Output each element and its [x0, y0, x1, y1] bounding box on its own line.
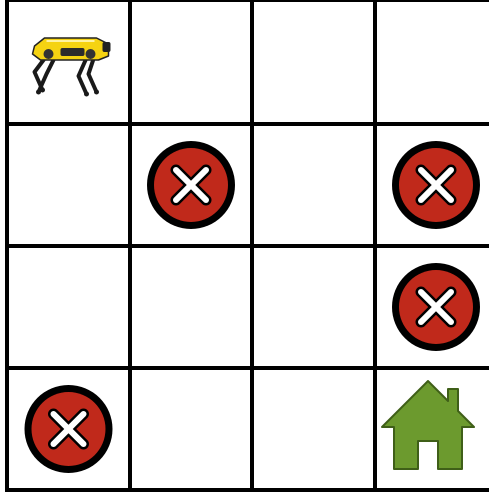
grid-cell-r0-c3	[375, 0, 489, 124]
x-circle-icon	[147, 141, 235, 229]
x-circle-icon	[392, 263, 480, 351]
grid-cell-r3-c2	[252, 368, 375, 490]
grid-cell-r3-c1	[130, 368, 252, 490]
grid-cell-r2-c1	[130, 246, 252, 368]
x-circle-icon	[25, 385, 113, 473]
grid-cell-r1-c2	[252, 124, 375, 246]
grid-cell-r0-c0	[7, 0, 130, 124]
grid-cell-r1-c0	[7, 124, 130, 246]
grid-cell-r0-c1	[130, 0, 252, 124]
grid-cell-r2-c0	[7, 246, 130, 368]
x-circle-icon	[392, 141, 480, 229]
grid-cell-r2-c2	[252, 246, 375, 368]
grid-cell-r0-c2	[252, 0, 375, 124]
